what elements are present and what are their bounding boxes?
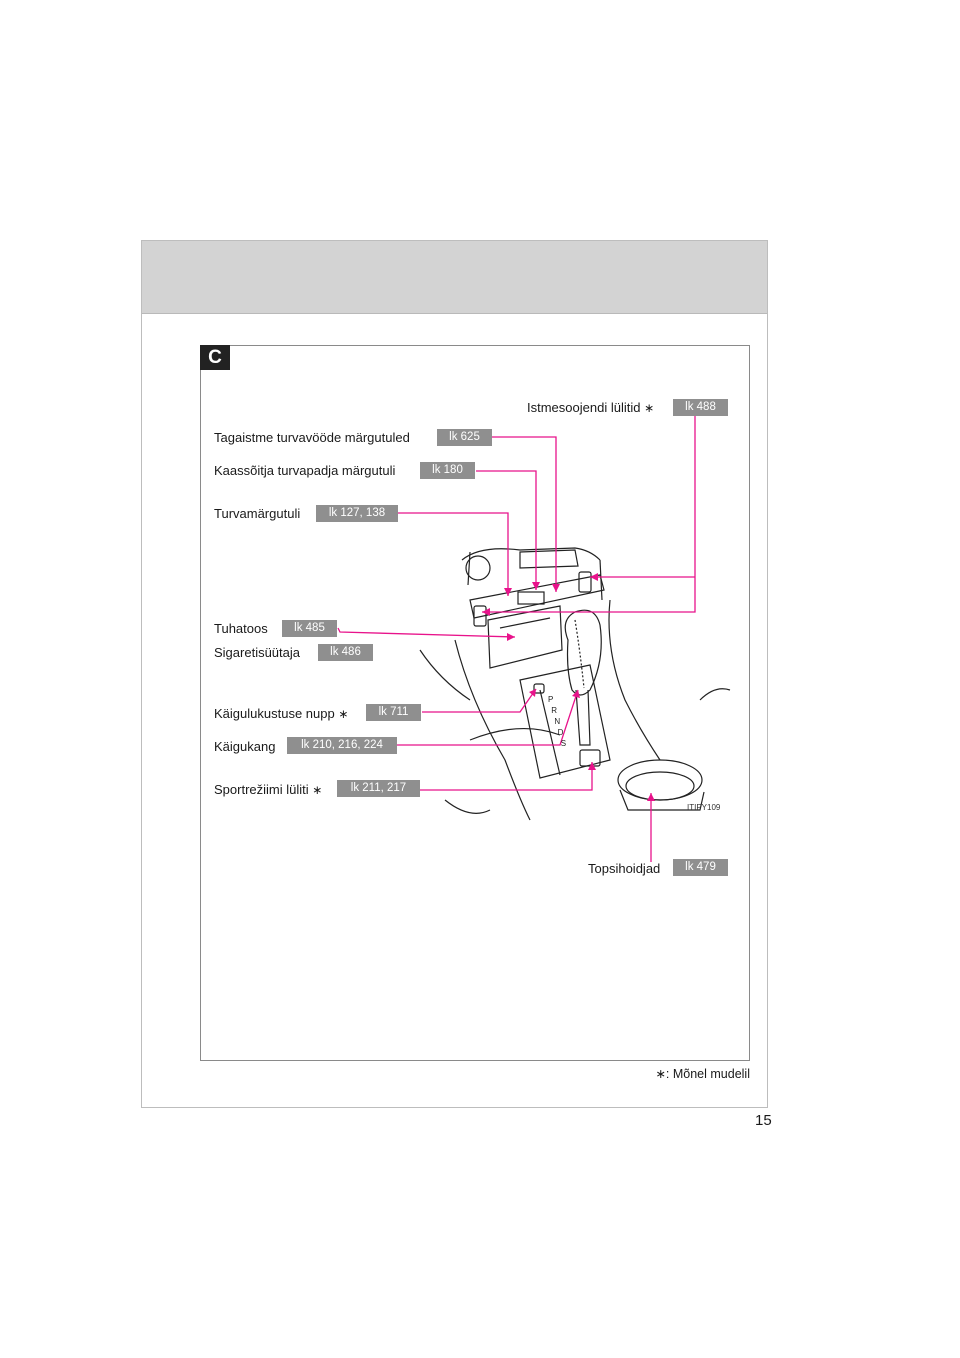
cup-holders-label: Topsihoidjad [588, 861, 661, 876]
illustration-code: ITIPY109 [687, 803, 721, 812]
sport-mode-ref: lk 211, 217 [337, 780, 420, 797]
callout-arrowheads [482, 573, 655, 801]
lighter-label: Sigaretisüütaja [214, 645, 300, 660]
footnote-star: ∗ [655, 1067, 666, 1081]
seat-heater-label: Istmesoojendi lülitid ∗ [527, 400, 655, 415]
section-letter: C [200, 345, 230, 370]
lighter-ref: lk 486 [318, 644, 373, 661]
footnote: ∗: Mõnel mudelil [655, 1066, 750, 1081]
shift-lever-ref: lk 210, 216, 224 [287, 737, 397, 754]
shift-lock-button [533, 683, 545, 694]
page-number: 15 [755, 1112, 772, 1129]
figure-box [200, 345, 750, 1061]
header-band [142, 241, 767, 314]
cup-holders-ref: lk 479 [673, 859, 728, 876]
page-frame [141, 240, 768, 1108]
seat-heater-left-switch [473, 605, 487, 627]
ashtray-label: Tuhatoos [214, 621, 268, 636]
shift-lever-label: Käigukang [214, 739, 276, 754]
rear-belt-label: Tagaistme turvavööde märgutuled [214, 430, 410, 445]
passenger-airbag-label: Kaassõitja turvapadja märgutuli [214, 463, 396, 478]
gear-position-n: N [554, 717, 560, 726]
ashtray-ref: lk 485 [282, 620, 337, 637]
shift-knob [564, 609, 602, 696]
security-label: Turvamärgutuli [214, 506, 301, 521]
callout-lines [337, 415, 696, 862]
security-ref: lk 127, 138 [316, 505, 398, 522]
passenger-airbag-ref: lk 180 [420, 462, 475, 479]
gear-position-s: S [561, 739, 566, 748]
gear-position-d: D [558, 728, 564, 737]
rear-belt-ref: lk 625 [437, 429, 492, 446]
console-drawing [419, 547, 731, 821]
seat-heater-right-switch [578, 571, 592, 593]
seat-heater-ref: lk 488 [673, 399, 728, 416]
gear-position-p: P [548, 695, 553, 704]
shift-lock-ref: lk 711 [366, 704, 421, 721]
cup-holder [617, 759, 703, 801]
shift-lock-label: Käigulukustuse nupp ∗ [214, 706, 349, 721]
footnote-text: : Mõnel mudelil [665, 1067, 750, 1081]
gear-position-r: R [551, 706, 557, 715]
sport-mode-label: Sportrežiimi lüliti ∗ [214, 782, 323, 797]
